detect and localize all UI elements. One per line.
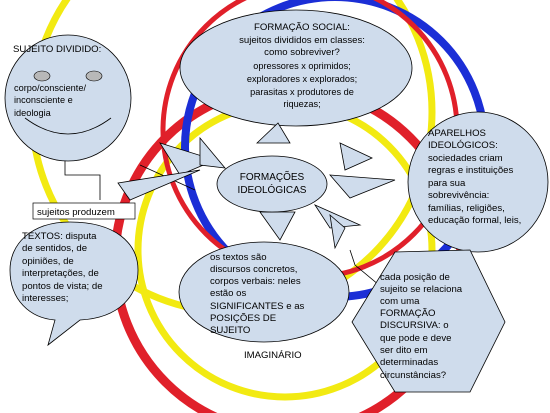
triangle-pointer — [329, 174, 396, 199]
aparelhos-line: educação formal, leis, — [428, 215, 521, 226]
sujeito-dividido-line: inconsciente e — [14, 95, 73, 105]
triangle-pointer — [256, 122, 291, 144]
triangle-pointer — [339, 142, 373, 171]
posicao-sujeito-node: cada posição de sujeito se relaciona com… — [351, 249, 506, 393]
os-textos-line: POSIÇÕES DE — [210, 313, 276, 324]
textos-line: de sentidos, de — [22, 243, 87, 254]
formacoes-ideologicas-line: IDEOLÓGICAS — [238, 183, 307, 196]
sujeito-dividido-node: SUJEITO DIVIDIDO: corpo/consciente/ inco… — [4, 34, 132, 162]
os-textos-line: os textos são — [210, 252, 267, 263]
posicao-sujeito-line: que pode e deve — [380, 333, 452, 344]
aparelhos-line: IDEOLÓGICOS: — [428, 140, 498, 151]
triangle-pointer — [313, 204, 362, 229]
triangle-pointer — [329, 213, 346, 250]
aparelhos-line: sociedades criam — [428, 153, 503, 164]
arrow-triangles — [117, 122, 396, 250]
sujeito-dividido-line: corpo/consciente/ — [14, 83, 86, 93]
os-textos-line: SUJEITO — [210, 325, 250, 336]
os-textos-node: os textos são discursos concretos, corpo… — [178, 241, 350, 343]
formacao-social-line: riquezas; — [283, 99, 320, 109]
formacao-social-line: FORMAÇÃO SOCIAL: — [254, 22, 350, 33]
aparelhos-line: APARELHOS — [428, 128, 486, 139]
posicao-sujeito-line: com uma — [380, 296, 420, 307]
sujeitos-produzem-node: sujeitos produzem — [32, 202, 136, 220]
triangle-pointer — [159, 142, 217, 176]
aparelhos-node: APARELHOS IDEOLÓGICOS: sociedades criam … — [407, 111, 549, 253]
formacao-social-node: FORMAÇÃO SOCIAL: sujeitos divididos em c… — [179, 9, 413, 127]
aparelhos-line: regras e instituições — [428, 165, 514, 176]
posicao-sujeito-line: circunstâncias? — [380, 370, 446, 381]
os-textos-line: corpos verbais: neles — [210, 276, 301, 287]
textos-line: interesses; — [22, 293, 68, 304]
textos-line: TEXTOS: disputa — [22, 231, 97, 242]
formacoes-ideologicas-line: FORMAÇÕES — [240, 170, 305, 183]
textos-line: opiniões, de — [22, 256, 74, 267]
eye-icon — [33, 70, 51, 82]
aparelhos-line: sobrevivência: — [428, 190, 489, 201]
eye-icon — [85, 70, 103, 82]
posicao-sujeito-line: FORMAÇÃO — [380, 308, 435, 319]
sujeito-dividido-line: ideologia — [14, 108, 52, 118]
imaginario-label: IMAGINÁRIO — [244, 350, 302, 361]
formacao-social-line: como sobreviver? — [264, 47, 340, 58]
smile-icon — [24, 117, 112, 135]
posicao-sujeito-line: sujeito se relaciona — [380, 284, 463, 295]
triangle-pointer — [259, 211, 296, 241]
textos-node: TEXTOS: disputa de sentidos, de opiniões… — [9, 221, 139, 347]
aparelhos-line: famílias, religiões, — [428, 203, 505, 214]
connector-line — [64, 160, 101, 200]
formacoes-ideologicas-node: FORMAÇÕES IDEOLÓGICAS — [216, 155, 328, 213]
connector-line — [349, 249, 386, 291]
os-textos-line: estão os — [210, 288, 246, 299]
formacao-social-line: exploradores x explorados; — [247, 74, 357, 84]
textos-line: interpretações, de — [22, 268, 99, 279]
os-textos-line: SIGNIFICANTES e as — [210, 301, 305, 312]
os-textos-line: discursos concretos, — [210, 264, 297, 275]
formacao-social-line: parasitas x produtores de — [250, 87, 354, 97]
posicao-sujeito-line: DISCURSIVA: o — [380, 320, 449, 331]
sujeito-dividido-title: SUJEITO DIVIDIDO: — [13, 44, 101, 55]
posicao-sujeito-line: determinadas — [380, 357, 438, 368]
triangle-pointer — [117, 169, 201, 201]
sujeitos-produzem-label: sujeitos produzem — [37, 207, 115, 218]
formacao-social-line: opressores x oprimidos; — [253, 61, 351, 71]
triangle-pointer — [199, 136, 226, 169]
textos-line: pontos de vista; de — [22, 281, 103, 292]
formacao-social-line: sujeitos divididos em classes: — [239, 35, 365, 46]
posicao-sujeito-line: cada posição de — [380, 272, 450, 283]
posicao-sujeito-line: ser dito em — [380, 345, 427, 356]
aparelhos-line: para sua — [428, 178, 466, 189]
